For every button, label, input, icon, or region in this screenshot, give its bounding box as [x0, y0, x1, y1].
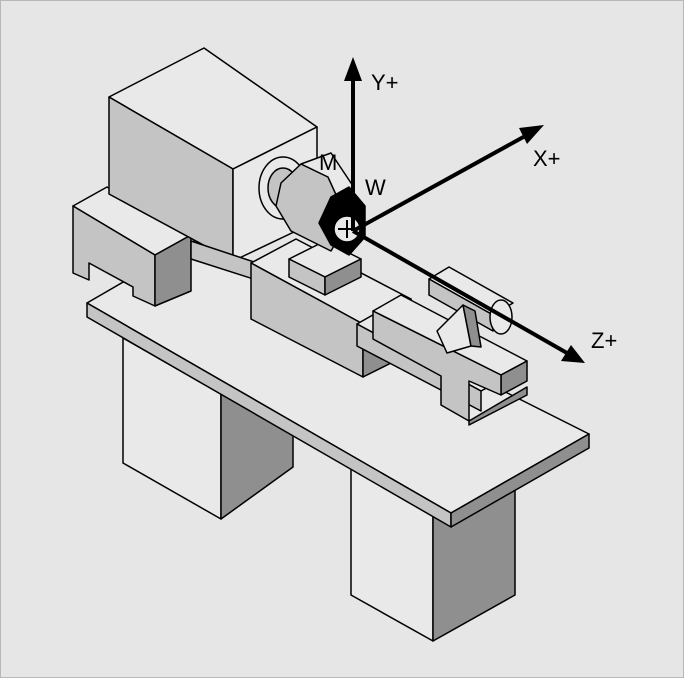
axis-x: [352, 125, 544, 233]
side-control-box: [72, 186, 192, 307]
axis-y: [344, 57, 362, 231]
axis-y-label: Y+: [371, 70, 399, 95]
tailstock-quill: [428, 266, 514, 335]
axis-z-label: Z+: [591, 328, 617, 353]
tailstock: [372, 294, 528, 426]
axis-z: [352, 229, 585, 363]
machine-zero-label: M: [319, 150, 337, 175]
workpiece-zero-label: W: [365, 175, 386, 200]
axis-x-label: X+: [533, 146, 561, 171]
machine-bed-table: [86, 237, 590, 528]
